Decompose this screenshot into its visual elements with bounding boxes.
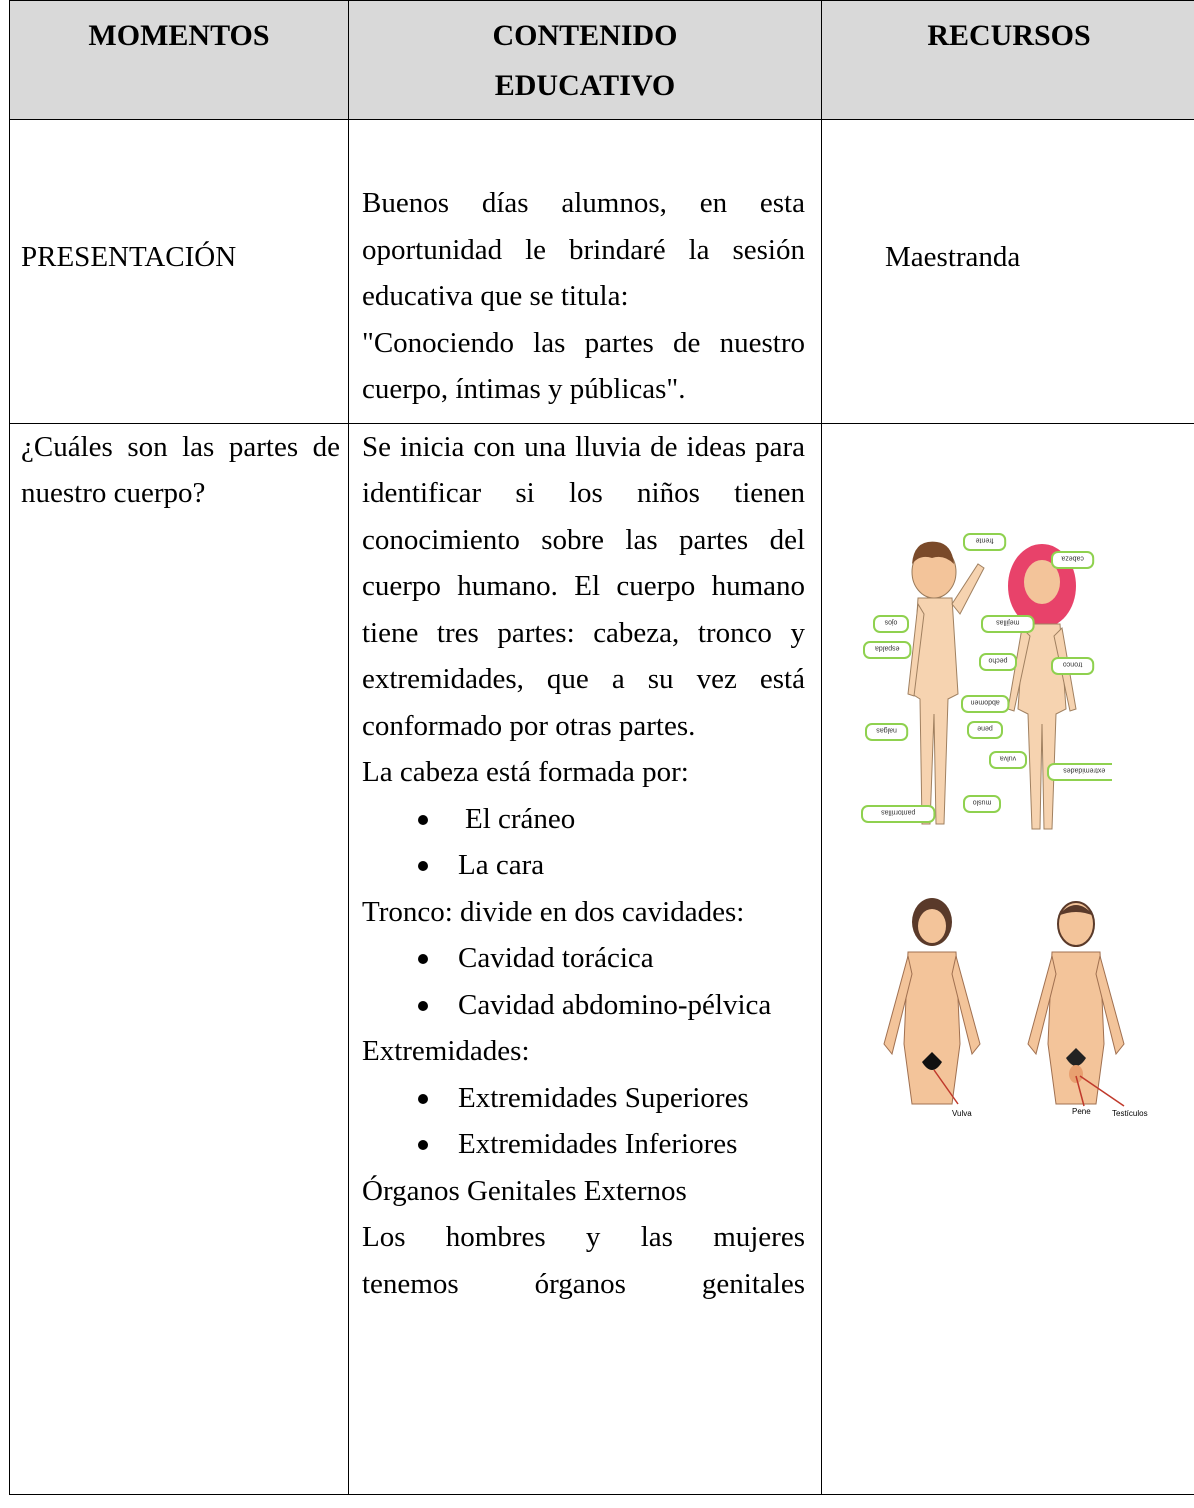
tronco-heading: Tronco: divide en dos cavidades: (362, 895, 745, 928)
header-contenido-line2: EDUCATIVO (494, 69, 676, 102)
session-title: "Conociendo las partes de nuestro cuerpo… (362, 326, 805, 406)
momento-cell: ¿Cuáles son las partes de nuestro cuerpo… (9, 422, 349, 1495)
label-tag-tronco: tronco (1051, 656, 1095, 675)
label-tag-vulva: vulva (989, 750, 1027, 769)
header-contenido: CONTENIDO EDUCATIVO (348, 0, 822, 120)
extremidades-heading: Extremidades: (362, 1035, 530, 1067)
label-tag-text: extremidades (1063, 766, 1106, 773)
label-tag-text: ojos (884, 618, 897, 625)
label-tags: frente cabeza ojos mejillas espalda pecho tron… (861, 532, 1112, 823)
boy-figure (907, 541, 985, 824)
list-item: El cráneo (362, 796, 805, 843)
list-item: Cavidad torácica (362, 935, 805, 982)
woman-figure (883, 897, 981, 1104)
label-tag-extremidades: extremidades (1047, 762, 1112, 781)
lesson-plan-table: MOMENTOS CONTENIDO EDUCATIVO RECURSOS PR… (9, 0, 1194, 1495)
label-tag-muslo: muslo (963, 794, 1001, 813)
label-tag-nalgas: nalgas (865, 722, 909, 741)
label-tag-text: pecho (988, 656, 1007, 663)
list-item: Cavidad abdomino-pélvica (362, 982, 805, 1029)
intro-text: Se inicia con una lluvia de ideas para i… (362, 430, 805, 742)
tronco-list: Cavidad torácica Cavidad abdomino-pélvic… (362, 935, 805, 1028)
header-contenido-line1: CONTENIDO (492, 19, 678, 52)
recurso-cell: frente cabeza ojos mejillas espalda pecho tron… (821, 422, 1194, 1495)
contenido-cell: Se inicia con una lluvia de ideas para i… (348, 422, 822, 1495)
list-item: La cara (362, 842, 805, 889)
girl-figure (1007, 543, 1077, 829)
label-tag-pene: pene (967, 720, 1003, 739)
label-tag-text: cabeza (1061, 554, 1084, 561)
man-figure (1027, 900, 1125, 1107)
label-tag-frente: frente (963, 532, 1007, 551)
label-tag-text: frente (976, 536, 994, 543)
label-tag-mejillas: mejillas (981, 614, 1035, 633)
label-tag-text: mejillas (996, 618, 1020, 625)
momento-presentacion: PRESENTACIÓN (21, 241, 237, 273)
label-tag-text: pantorrillas (881, 808, 916, 815)
label-tag-text: pene (977, 724, 993, 731)
label-tag-text: muslo (973, 798, 992, 805)
label-tag-text: abdomen (971, 698, 1000, 705)
genitales-line2: tenemos órganos genitales (362, 1267, 805, 1300)
body-parts-diagram: frente cabeza ojos mejillas espalda pecho tron… (861, 532, 1112, 829)
cabeza-list: El cráneo La cara (362, 796, 805, 889)
recurso-cell: Maestranda (821, 119, 1194, 424)
genitales-heading: Órganos Genitales Externos (362, 1174, 687, 1207)
header-recursos: RECURSOS (821, 0, 1194, 120)
header-momentos: MOMENTOS (9, 0, 349, 120)
list-item: Extremidades Inferiores (362, 1121, 805, 1168)
label-tag-espalda: espalda (863, 640, 912, 659)
list-item: Extremidades Superiores (362, 1075, 805, 1122)
header-row: MOMENTOS CONTENIDO EDUCATIVO RECURSOS (9, 0, 1194, 120)
label-tag-text: vulva (1000, 754, 1016, 761)
cabeza-heading: La cabeza está formada por: (362, 756, 689, 788)
table-row: PRESENTACIÓN Buenos días alumnos, en est… (9, 119, 1194, 424)
label-pene: Pene (1072, 1107, 1091, 1116)
table-row: ¿Cuáles son las partes de nuestro cuerpo… (9, 422, 1194, 1495)
recurso-maestranda: Maestranda (885, 241, 1021, 273)
label-tag-cabeza: cabeza (1051, 550, 1095, 569)
label-tag-pecho: pecho (979, 652, 1017, 671)
momento-cell: PRESENTACIÓN (9, 119, 349, 424)
label-tag-text: nalgas (876, 726, 897, 733)
presentacion-text: Buenos días alumnos, en esta oportunidad… (362, 187, 805, 312)
momento-pregunta: ¿Cuáles son las partes de nuestro cuerpo… (21, 430, 340, 510)
contenido-cell: Buenos días alumnos, en esta oportunidad… (348, 119, 822, 424)
label-testiculos: Testículos (1112, 1109, 1148, 1118)
label-vulva: Vulva (952, 1109, 972, 1118)
genitals-diagram: Vulva Pene Testículos (883, 897, 1148, 1118)
genitales-line1: Los hombres y las mujeres (362, 1221, 805, 1253)
extremidades-list: Extremidades Superiores Extremidades Inf… (362, 1075, 805, 1168)
label-tag-text: tronco (1063, 660, 1083, 667)
label-tag-text: espalda (875, 644, 900, 651)
label-tag-pantorrillas: pantorrillas (861, 804, 936, 823)
label-tag-abdomen: abdomen (961, 694, 1010, 713)
label-tag-ojos: ojos (873, 614, 909, 633)
